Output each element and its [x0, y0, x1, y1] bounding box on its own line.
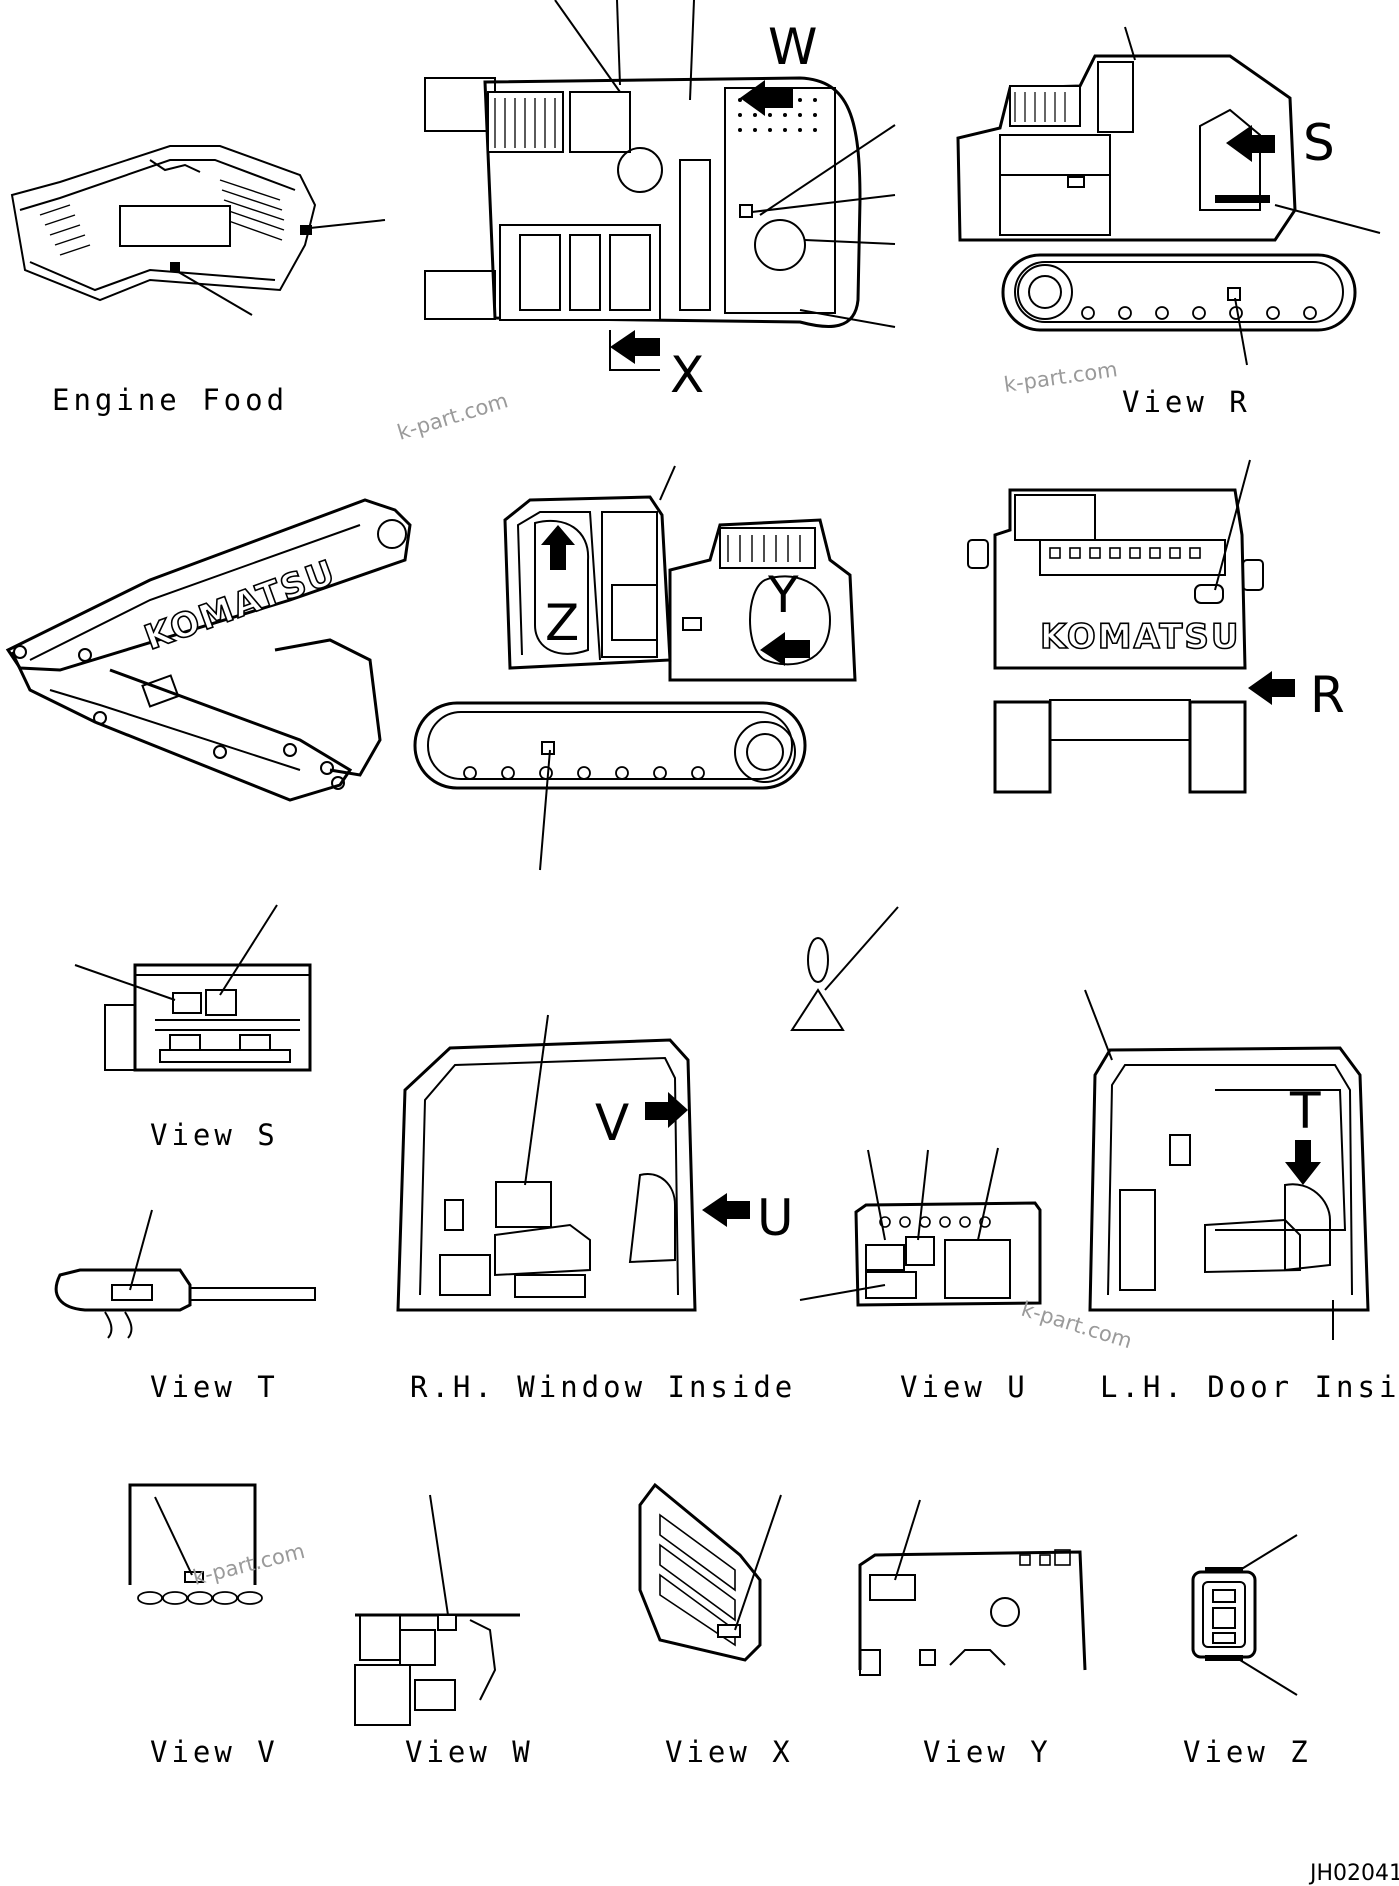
view-s-drawing [74, 904, 312, 1072]
watermark: k-part.com [190, 1539, 307, 1590]
label-view-r: View R [1122, 385, 1251, 419]
engine-hood-drawing [10, 145, 386, 316]
label-lh-door: L.H. Door Inside [1100, 1370, 1399, 1404]
view-z-drawing [1191, 1534, 1298, 1696]
marker-u: U [757, 1189, 794, 1247]
label-rh-window: R.H. Window Inside [410, 1370, 796, 1404]
marker-w: W [768, 18, 817, 76]
label-view-w: View W [405, 1735, 534, 1769]
marker-v: V [595, 1094, 629, 1152]
marker-s: S [1303, 114, 1335, 172]
label-view-v: View V [150, 1735, 279, 1769]
rh-window-drawing [396, 1014, 750, 1312]
watermark: k-part.com [394, 388, 510, 444]
top-view-drawing [424, 0, 896, 371]
label-engine-hood: Engine Food [52, 383, 288, 417]
view-r-drawing [956, 26, 1381, 366]
lh-door-drawing [1084, 989, 1370, 1340]
label-view-x: View X [665, 1735, 794, 1769]
view-v-drawing [128, 1483, 263, 1605]
view-y-drawing [858, 1499, 1087, 1676]
marker-y: Y [767, 566, 799, 624]
marker-x: X [670, 346, 704, 404]
rear-view-drawing [967, 459, 1295, 794]
label-view-t: View T [150, 1370, 279, 1404]
label-view-s: View S [150, 1118, 279, 1152]
marker-z: Z [545, 594, 579, 652]
view-w-drawing [354, 1494, 520, 1726]
view-x-drawing [638, 1482, 782, 1662]
brand-rear: KOMATSU [1040, 617, 1241, 657]
label-view-y: View Y [923, 1735, 1052, 1769]
watermark: k-part.com [1019, 1297, 1135, 1353]
label-view-u: View U [900, 1370, 1029, 1404]
marker-r: R [1310, 666, 1345, 724]
watermark: k-part.com [1002, 357, 1119, 397]
drawing-code: JH020410 [1308, 1861, 1399, 1886]
side-view-drawing: KOMATSU [5, 465, 857, 871]
view-u-drawing [799, 1147, 1042, 1307]
view-t-drawing [54, 1209, 316, 1339]
warning-symbol [790, 906, 899, 1031]
marker-t: T [1289, 1082, 1321, 1140]
label-view-z: View Z [1183, 1735, 1312, 1769]
